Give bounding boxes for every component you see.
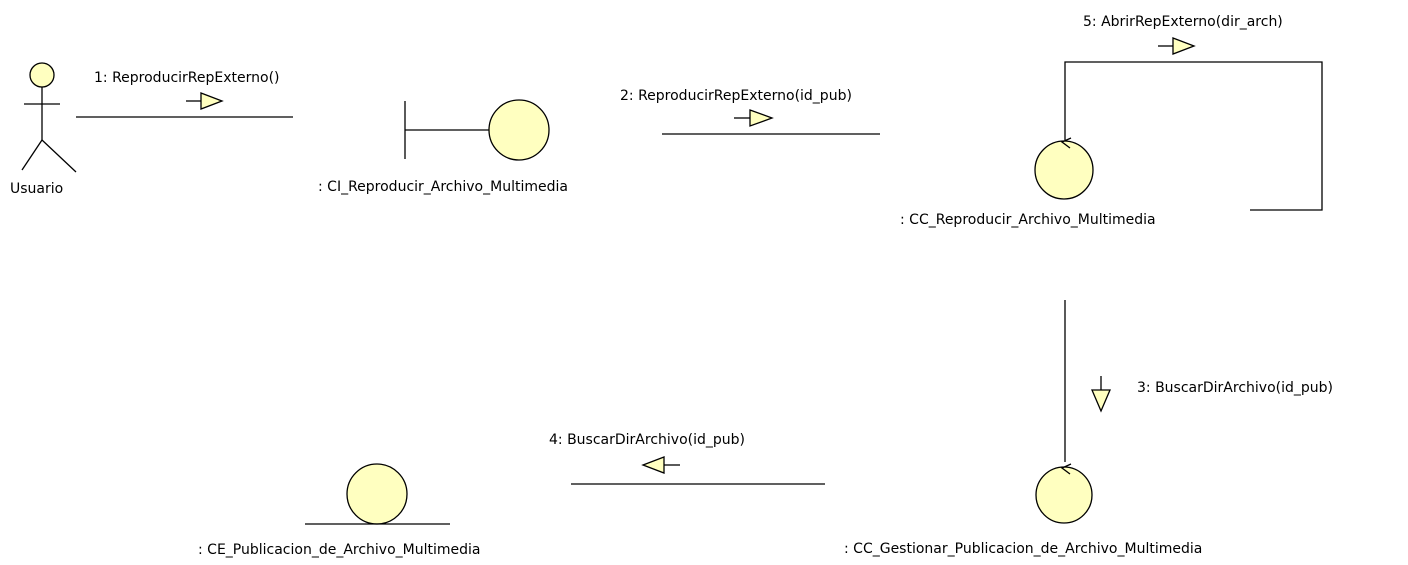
arrow-left-icon	[641, 456, 680, 474]
control-gestionar-object[interactable]: : CC_Gestionar_Publicacion_de_Archivo_Mu…	[844, 463, 1202, 557]
boundary-icon	[488, 99, 550, 161]
actor-usuario[interactable]: Usuario	[10, 62, 77, 197]
actor-label: Usuario	[10, 181, 63, 197]
message-5[interactable]: 5: AbrirRepExterno(dir_arch)	[1064, 14, 1323, 211]
entity-label: : CE_Publicacion_de_Archivo_Multimedia	[198, 542, 481, 558]
message-1[interactable]: 1: ReproducirRepExterno()	[76, 70, 293, 118]
message-1-label: 1: ReproducirRepExterno()	[94, 70, 280, 86]
boundary-object[interactable]: : CI_Reproducir_Archivo_Multimedia	[318, 99, 568, 195]
message-4[interactable]: 4: BuscarDirArchivo(id_pub)	[549, 432, 825, 485]
arrow-right-icon	[1158, 37, 1196, 55]
message-2-label: 2: ReproducirRepExterno(id_pub)	[620, 88, 852, 104]
message-2[interactable]: 2: ReproducirRepExterno(id_pub)	[620, 88, 880, 135]
control-arrowhead	[1060, 463, 1072, 475]
message-3-label: 3: BuscarDirArchivo(id_pub)	[1137, 380, 1333, 396]
self-link	[1064, 61, 1323, 211]
arrow-right-icon	[734, 109, 774, 127]
control-arrowhead	[1060, 137, 1072, 149]
control-gestionar-label: : CC_Gestionar_Publicacion_de_Archivo_Mu…	[844, 541, 1202, 557]
message-4-label: 4: BuscarDirArchivo(id_pub)	[549, 432, 745, 448]
message-5-label: 5: AbrirRepExterno(dir_arch)	[1083, 14, 1283, 30]
control-reproducir-label: : CC_Reproducir_Archivo_Multimedia	[900, 212, 1156, 228]
message-3[interactable]: 3: BuscarDirArchivo(id_pub)	[1064, 300, 1333, 462]
entity-object[interactable]: : CE_Publicacion_de_Archivo_Multimedia	[198, 463, 481, 558]
actor-head	[29, 62, 55, 88]
entity-icon	[346, 463, 408, 525]
actor-right-leg	[41, 139, 77, 173]
arrow-down-icon	[1091, 376, 1111, 413]
control-icon	[1035, 466, 1093, 524]
control-icon	[1034, 140, 1094, 200]
boundary-label: : CI_Reproducir_Archivo_Multimedia	[318, 179, 568, 195]
control-reproducir-object[interactable]: : CC_Reproducir_Archivo_Multimedia	[900, 137, 1156, 228]
actor-left-leg	[21, 139, 43, 171]
arrow-right-icon	[186, 92, 224, 110]
